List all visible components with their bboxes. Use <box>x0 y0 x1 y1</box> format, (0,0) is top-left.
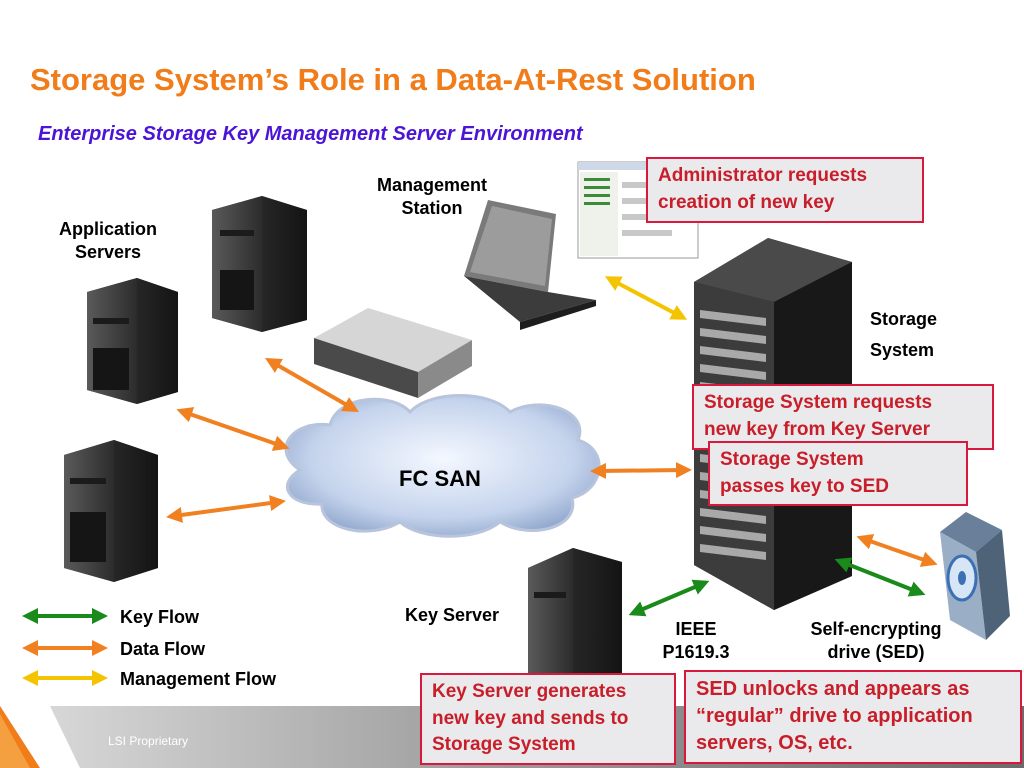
data-flow-arrow-switch <box>265 358 359 412</box>
data-flow-arrow-sed <box>856 534 938 567</box>
callout-key-server-generates: Key Server generates new key and sends t… <box>420 673 676 765</box>
storage-drive-slot <box>700 526 766 542</box>
legend-arrows <box>22 608 108 686</box>
storage-system-label: Storage System <box>870 309 938 360</box>
application-server-tower-2 <box>87 278 178 404</box>
callout-admin-request: Administrator requests creation of new k… <box>646 157 924 223</box>
key-flow-arrow-sed <box>834 557 926 597</box>
slide-subtitle: Enterprise Storage Key Management Server… <box>38 123 583 145</box>
fc-san-label: FC SAN <box>399 466 481 491</box>
legend-data-flow-label: Data Flow <box>120 638 206 659</box>
management-station-label: Management Station <box>376 175 488 218</box>
data-flow-arrow-app-server-2 <box>176 407 290 451</box>
callout-storage-requests: Storage System requests new key from Key… <box>692 384 994 450</box>
key-server-label: Key Server <box>404 605 500 625</box>
legend-key-flow-label: Key Flow <box>120 606 200 627</box>
legend-item-key-flow: Key Flow <box>106 606 276 628</box>
sed-label: Self-encrypting drive (SED) <box>810 619 942 662</box>
legend-management-flow-label: Management Flow <box>120 668 277 689</box>
storage-drive-slot <box>700 364 766 380</box>
ieee-standard-label: IEEE P1619.3 <box>662 619 730 662</box>
storage-drive-slot <box>700 328 766 344</box>
storage-drive-slot <box>700 346 766 362</box>
application-server-tower-3 <box>64 440 158 582</box>
key-server-tower <box>528 548 622 706</box>
storage-drive-slot <box>700 544 766 560</box>
key-flow-arrows <box>628 557 926 617</box>
storage-drive-slot <box>700 508 766 524</box>
application-server-tower-1 <box>212 196 307 332</box>
callout-storage-passes: Storage System passes key to SED <box>708 441 968 506</box>
data-flow-arrow-app-server-3 <box>166 495 286 523</box>
legend-item-data-flow: Data Flow <box>106 638 276 660</box>
laptop-management-station <box>464 200 596 330</box>
callout-sed-unlocks: SED unlocks and appears as “regular” dri… <box>684 670 1022 764</box>
self-encrypting-drive-icon <box>940 512 1010 640</box>
storage-drive-slot <box>700 310 766 326</box>
data-flow-arrow-storage <box>590 462 692 479</box>
key-flow-arrow-key-server <box>628 579 710 617</box>
footer-text: LSI Proprietary <box>108 734 189 748</box>
legend: Key Flow Data Flow Management Flow <box>106 606 276 690</box>
application-servers-label: Application Servers <box>59 219 157 262</box>
slide-title: Storage System’s Role in a Data-At-Rest … <box>30 62 756 97</box>
legend-item-management-flow: Management Flow <box>106 668 276 690</box>
management-flow-arrow <box>604 276 688 320</box>
